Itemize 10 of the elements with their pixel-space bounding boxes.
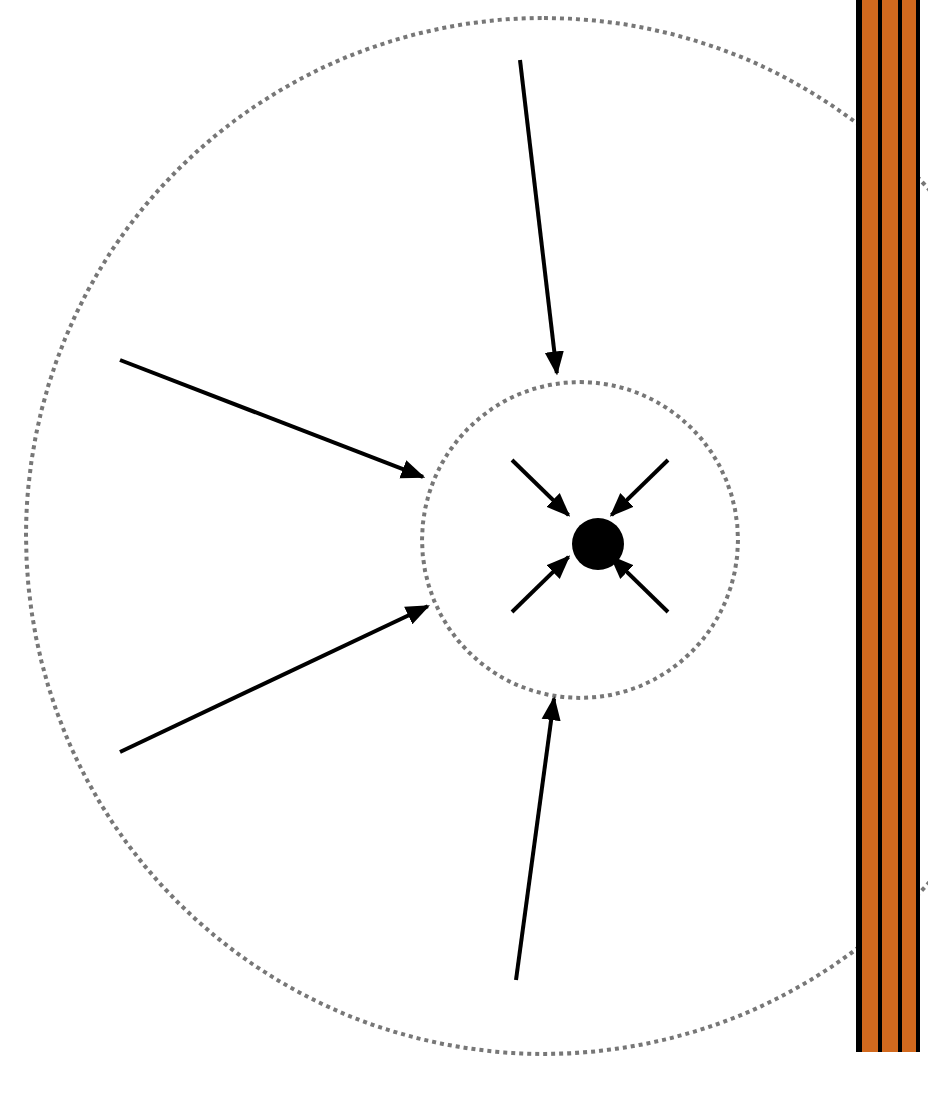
arrow [514,696,561,981]
arrow [609,458,670,517]
arrow [119,358,426,479]
arrow [510,458,571,517]
arrow [510,555,571,614]
arrow [119,604,430,754]
arrow [518,59,564,376]
arrow [609,555,670,614]
dot [572,518,624,570]
inner-circle [420,380,740,700]
